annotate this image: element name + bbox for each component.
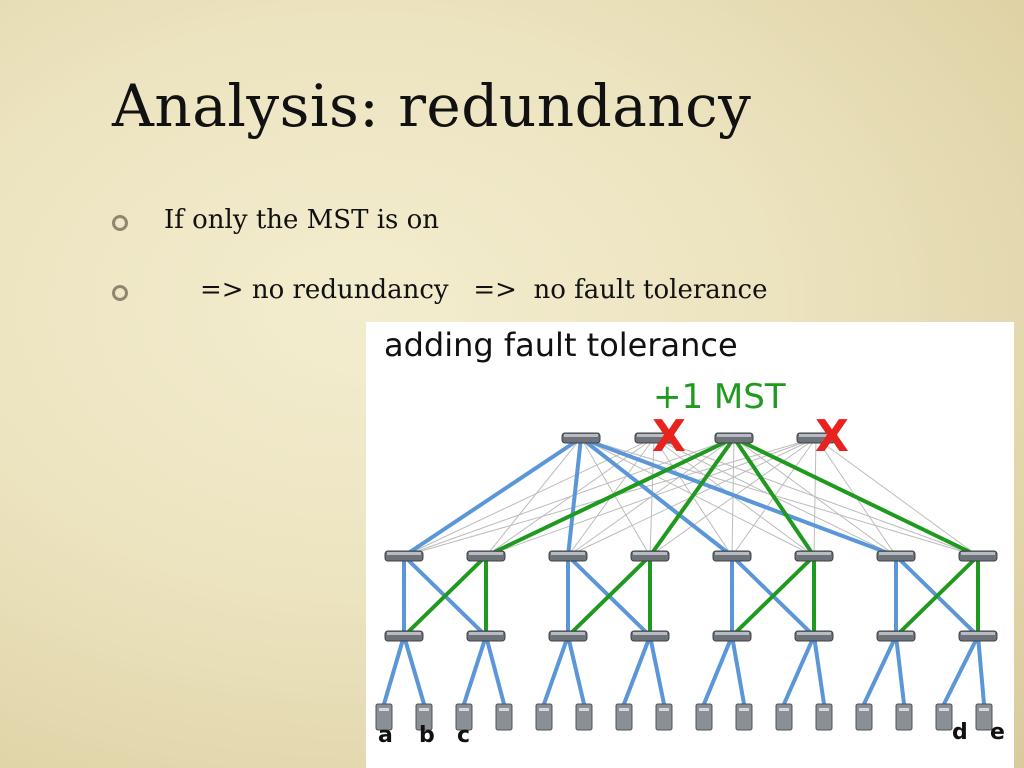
blue-mst-link xyxy=(462,634,488,706)
inactive-link xyxy=(567,437,735,557)
server-icon xyxy=(975,703,993,731)
server-icon xyxy=(495,703,513,731)
bullet-text: => no redundancy => no fault tolerance xyxy=(200,275,768,305)
inactive-link xyxy=(403,437,655,557)
failed-switch-x-icon: X xyxy=(652,411,686,462)
blue-mst-link xyxy=(862,634,898,706)
server-icon xyxy=(735,703,753,731)
figure-subtitle: +1 MST xyxy=(653,377,786,417)
blue-mst-link xyxy=(402,634,426,706)
switch-icon xyxy=(466,630,506,642)
host-label-e: e xyxy=(990,720,1005,745)
green-mst-link xyxy=(732,436,816,558)
topology-diagram: adding fault tolerance +1 MST X X a b c … xyxy=(375,326,1005,748)
blue-mst-links xyxy=(382,436,986,706)
switch-icon xyxy=(712,550,752,562)
blue-mst-link xyxy=(782,634,816,706)
inactive-link xyxy=(649,437,655,557)
blue-mst-link xyxy=(622,634,652,706)
switch-icon xyxy=(466,550,506,562)
bullet-circle-icon xyxy=(112,215,128,231)
fault-tolerance-figure: adding fault tolerance +1 MST X X a b c … xyxy=(366,322,1014,768)
switch-icon xyxy=(634,432,674,444)
blue-mst-link xyxy=(894,634,906,706)
inactive-link xyxy=(403,437,735,557)
blue-mst-link xyxy=(542,634,570,706)
switch-icon xyxy=(794,630,834,642)
blue-mst-link xyxy=(942,634,980,706)
green-mst-link xyxy=(402,554,488,638)
inactive-link xyxy=(485,437,582,557)
server-icon xyxy=(415,703,433,731)
blue-mst-link xyxy=(702,634,734,706)
slide-title: Analysis: redundancy xyxy=(112,72,752,140)
server-icon xyxy=(935,703,953,731)
server-icon xyxy=(535,703,553,731)
green-mst-link xyxy=(484,436,736,558)
blue-mst-link xyxy=(648,634,666,706)
failed-switch-x-icon: X xyxy=(815,411,849,462)
switch-icon xyxy=(714,432,754,444)
bullet-text: If only the MST is on xyxy=(164,205,440,235)
host-label-c: c xyxy=(457,723,470,748)
switch-icon xyxy=(876,630,916,642)
green-mst-link xyxy=(566,554,652,638)
switch-icon xyxy=(384,630,424,642)
server-icon xyxy=(815,703,833,731)
inactive-link xyxy=(580,437,979,557)
switch-icon xyxy=(630,630,670,642)
switch-icon xyxy=(712,630,752,642)
server-icon xyxy=(575,703,593,731)
switches xyxy=(384,432,998,642)
server-icon xyxy=(615,703,633,731)
server-icon xyxy=(775,703,793,731)
inactive-link xyxy=(733,437,897,557)
green-mst-links xyxy=(402,436,980,638)
blue-mst-link xyxy=(382,634,406,706)
green-mst-link xyxy=(648,436,736,558)
blue-mst-link xyxy=(579,436,734,558)
blue-mst-link xyxy=(566,634,586,706)
switch-icon xyxy=(548,630,588,642)
switch-icon xyxy=(876,550,916,562)
blue-mst-link xyxy=(566,436,583,558)
server-icon xyxy=(375,703,393,731)
blue-mst-link xyxy=(402,436,583,558)
inactive-link xyxy=(580,437,651,557)
switch-icon xyxy=(796,432,836,444)
blue-mst-link xyxy=(976,634,986,706)
green-mst-link xyxy=(732,436,980,558)
switch-icon xyxy=(958,630,998,642)
inactive-link xyxy=(815,437,979,557)
server-icon xyxy=(695,703,713,731)
blue-mst-link xyxy=(484,634,506,706)
blue-mst-link xyxy=(579,436,898,558)
blue-mst-link xyxy=(812,634,826,706)
blue-mst-link xyxy=(730,634,746,706)
hosts xyxy=(375,703,993,731)
switch-icon xyxy=(794,550,834,562)
green-mst-link xyxy=(894,554,980,638)
switch-icon xyxy=(630,550,670,562)
server-icon xyxy=(655,703,673,731)
green-mst-link xyxy=(730,554,816,638)
inactive-link xyxy=(653,437,979,557)
host-label-d: d xyxy=(952,720,968,745)
host-label-b: b xyxy=(419,723,435,748)
inactive-link xyxy=(580,437,815,557)
server-icon xyxy=(855,703,873,731)
server-icon xyxy=(895,703,913,731)
server-icon xyxy=(455,703,473,731)
switch-icon xyxy=(384,550,424,562)
figure-title: adding fault tolerance xyxy=(384,326,738,364)
switch-icon xyxy=(561,432,601,444)
bullet-circle-icon xyxy=(112,285,128,301)
switch-icon xyxy=(958,550,998,562)
host-label-a: a xyxy=(378,723,393,748)
switch-icon xyxy=(548,550,588,562)
